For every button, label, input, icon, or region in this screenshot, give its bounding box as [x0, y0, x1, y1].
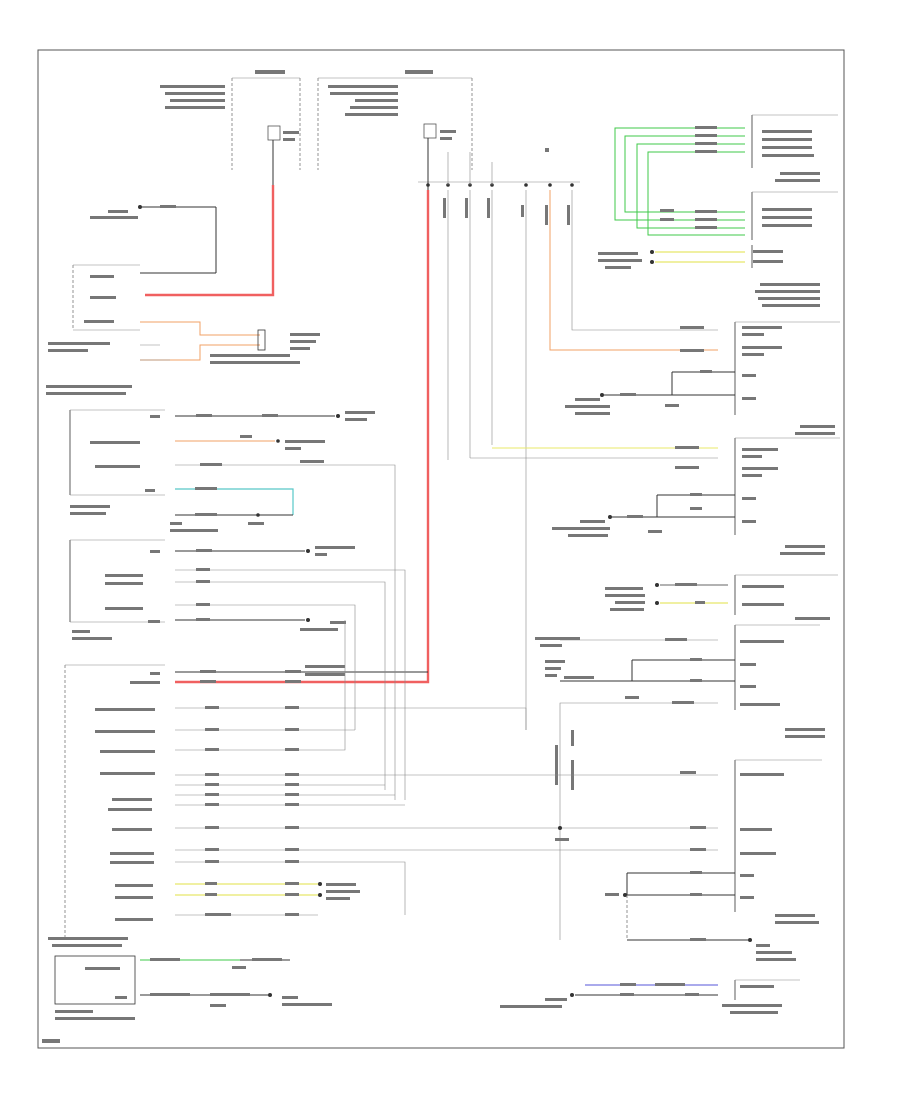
ground-right-1	[565, 370, 735, 415]
power-wire-red-main	[175, 190, 430, 684]
yellow-wires-top	[598, 245, 783, 269]
bcm-wires	[175, 620, 718, 916]
right-front-lamp-connector	[734, 425, 840, 555]
left-tail-lamp-connector	[734, 624, 825, 738]
fuse-block-left	[160, 70, 301, 170]
ground-left-top	[90, 205, 217, 274]
power-wire-red	[145, 185, 275, 297]
ground-right-4	[605, 871, 796, 961]
fuse-icon	[267, 125, 281, 141]
ground-right-2	[552, 493, 735, 537]
diagram-border	[37, 49, 845, 1049]
right-lamp-connector	[680, 321, 840, 415]
left-rear-lamp-connector	[734, 759, 822, 924]
connector-icon	[257, 329, 266, 351]
steering-control-connector	[722, 979, 800, 1014]
ground-right-3	[545, 658, 735, 699]
sensor-connector	[751, 191, 838, 240]
body-control-module	[48, 664, 165, 947]
fuse-icon	[423, 123, 437, 139]
hazard-switch-bottom	[54, 955, 136, 1020]
rear-tail-lamp-connector	[69, 522, 218, 640]
left-fog-lamp-connector	[734, 574, 838, 620]
brake-pedal-switch-connector	[751, 114, 838, 182]
connector-row-top	[418, 148, 580, 187]
fuse-block-right	[317, 70, 473, 170]
green-wires	[614, 126, 745, 236]
hazard-switch-module	[46, 264, 140, 395]
turn-signal-switch	[69, 409, 165, 515]
